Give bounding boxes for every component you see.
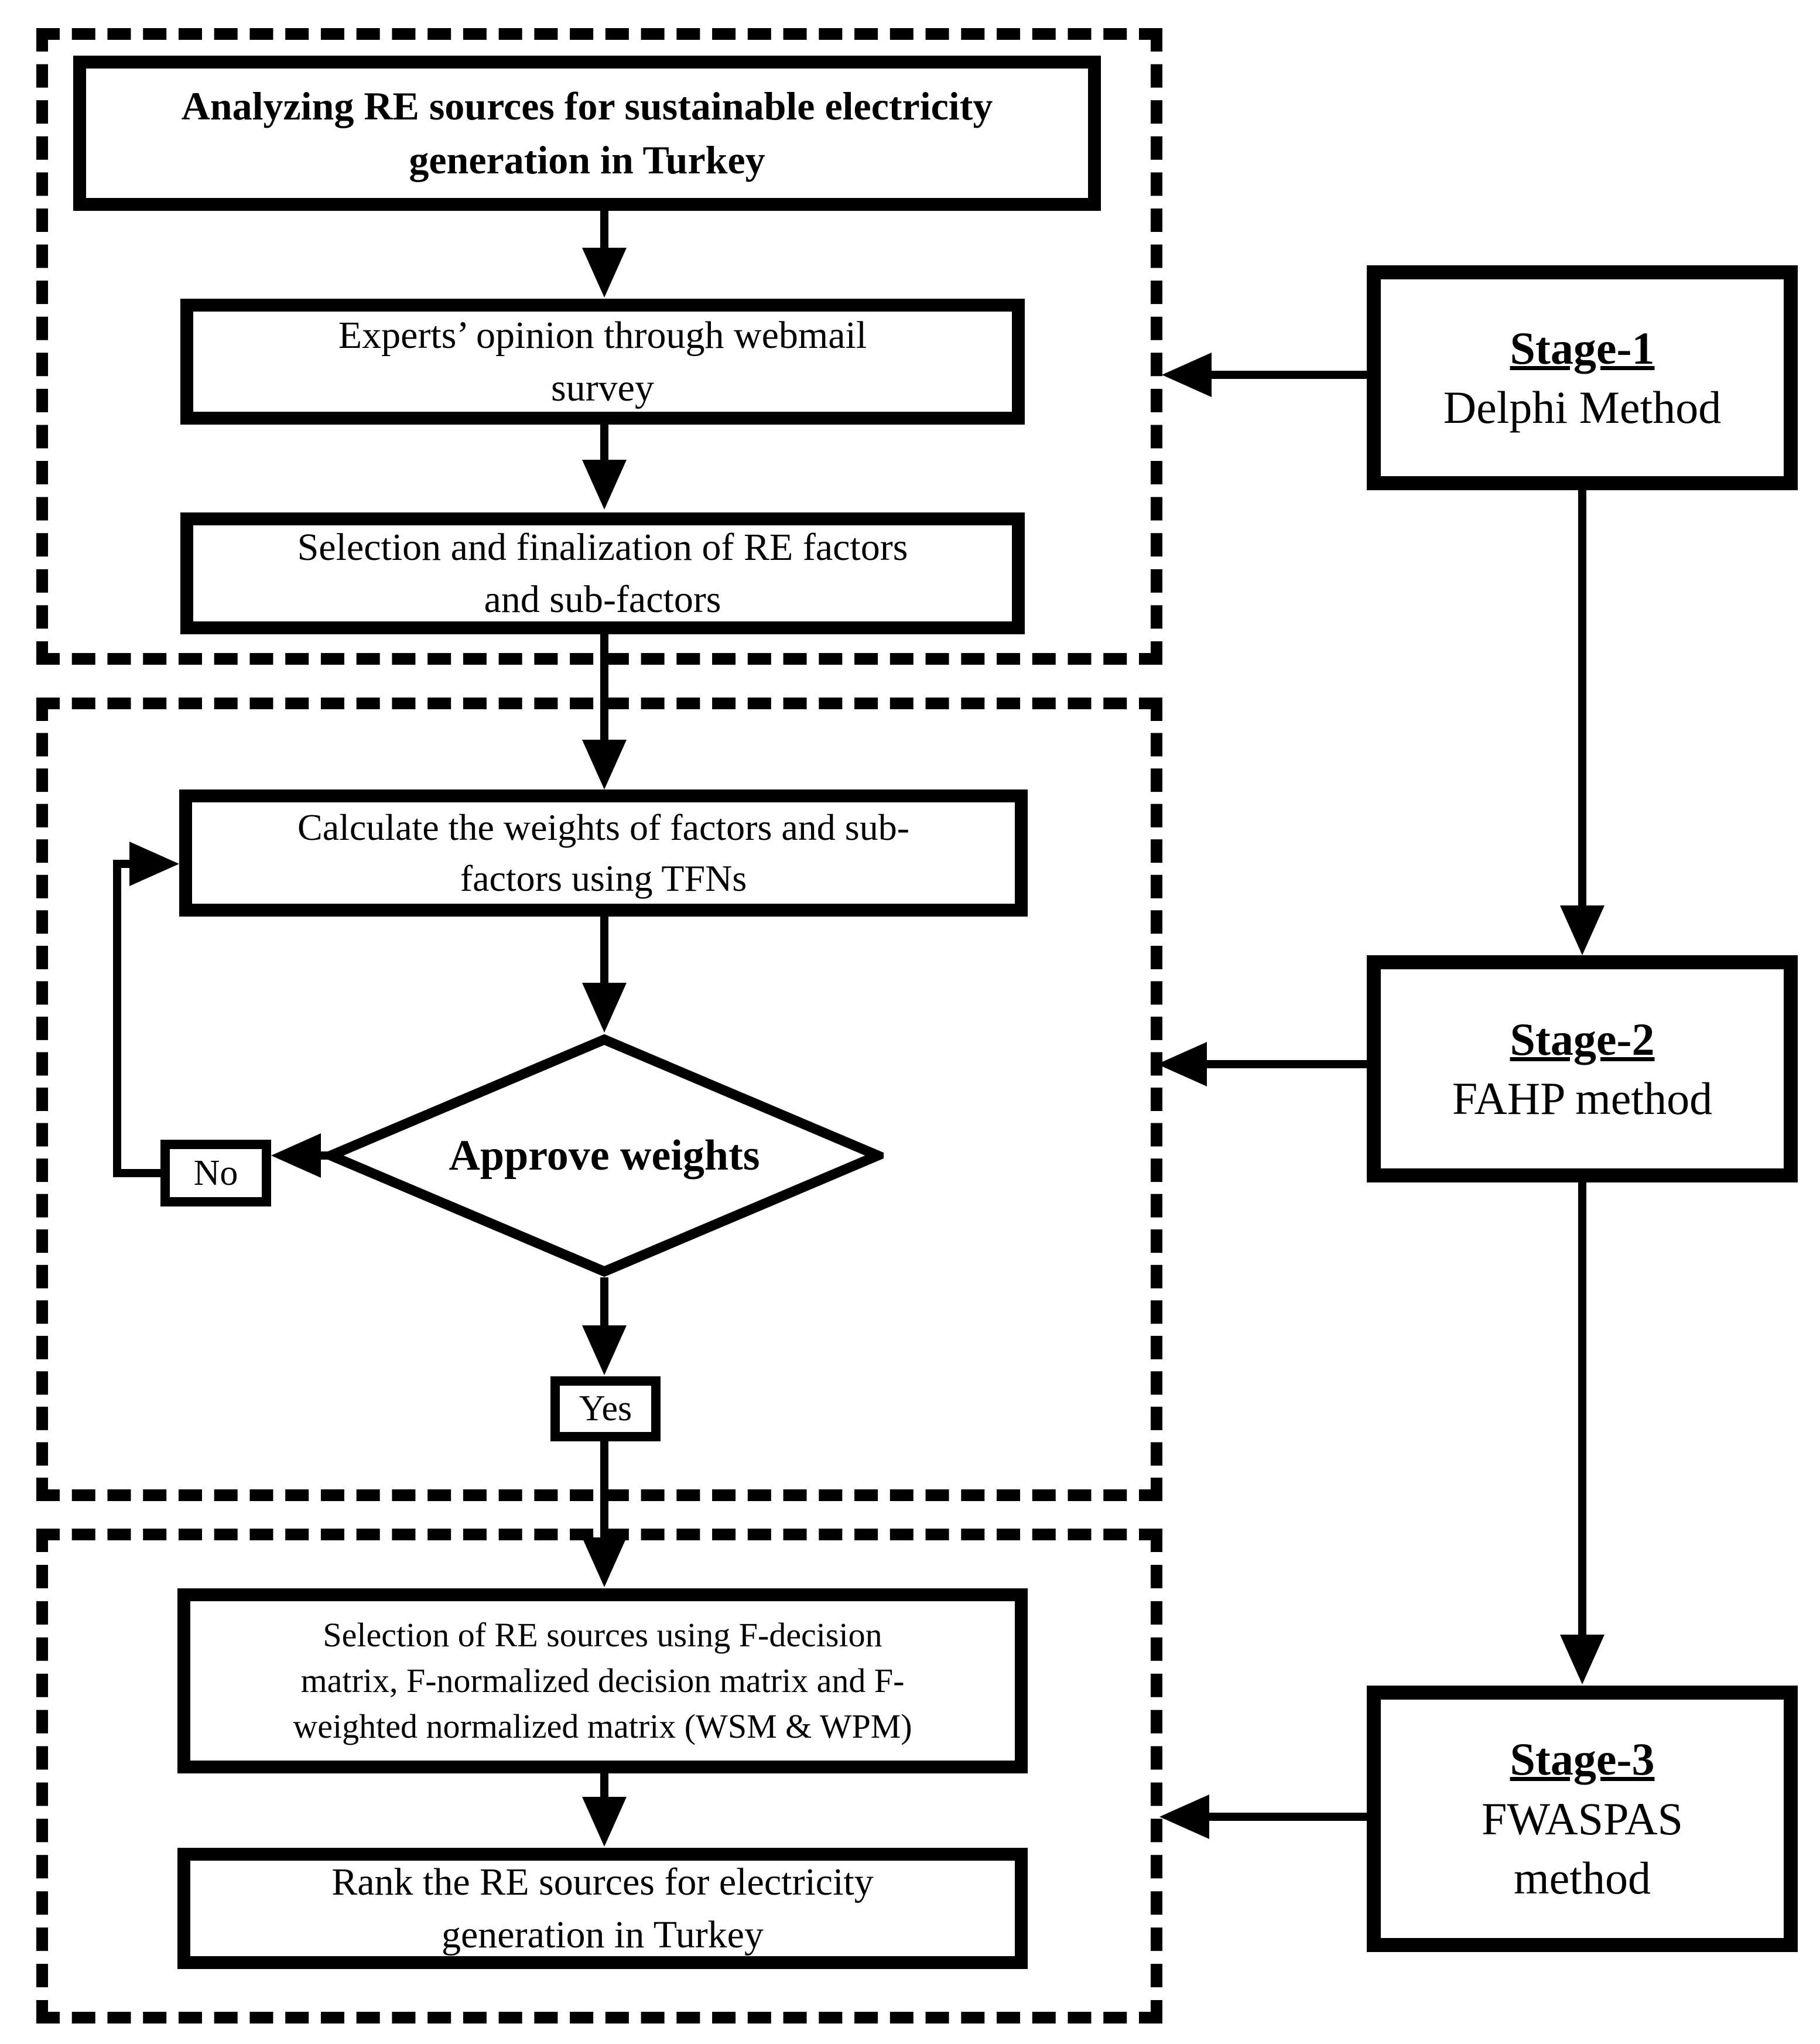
stage1-box: Stage-1 Delphi Method (1367, 265, 1798, 490)
arrow-diamond-to-yes-shaft (600, 1277, 608, 1328)
arrow-diamond-to-no-shaft (316, 1151, 340, 1160)
approve-weights-label: Approve weights (449, 1131, 760, 1180)
no-box: No (160, 1140, 271, 1206)
loop-no-vertical-segment (113, 860, 121, 1177)
stage1-title: Stage-1 (1510, 322, 1655, 374)
loop-no-to-weights-head (129, 842, 179, 886)
stage2-method: FAHP method (1452, 1073, 1713, 1124)
arrow-stage1-to-stage2-shaft (1578, 490, 1586, 908)
arrow-selection-to-rank-shaft (600, 1773, 608, 1800)
yes-box: Yes (550, 1376, 661, 1441)
arrow-diamond-to-no-head (271, 1133, 321, 1178)
factors-box-label: Selection and finalization of RE factors… (297, 525, 908, 621)
arrow-yes-to-selection-head (582, 1537, 627, 1587)
weights-box-label: Calculate the weights of factors and sub… (297, 806, 909, 899)
weights-box: Calculate the weights of factors and sub… (179, 789, 1028, 917)
no-label: No (193, 1153, 238, 1193)
arrow-factors-to-weights-head (582, 740, 627, 789)
approve-weights-diamond: Approve weights (325, 1034, 884, 1277)
arrow-stage3-to-region-shaft (1204, 1813, 1370, 1821)
arrow-stage1-to-region-head (1162, 353, 1212, 397)
stage1-method: Delphi Method (1443, 382, 1722, 433)
arrow-weights-to-diamond-head (582, 983, 627, 1033)
factors-box: Selection and finalization of RE factors… (180, 512, 1025, 634)
survey-box-label: Experts’ opinion through webmail survey (338, 314, 867, 409)
stage2-title: Stage-2 (1510, 1013, 1655, 1065)
yes-label: Yes (579, 1389, 632, 1428)
loop-no-top-segment (113, 860, 135, 868)
arrow-goal-to-survey-shaft (600, 211, 608, 252)
goal-box-label: Analyzing RE sources for sustainable ele… (181, 83, 993, 182)
stage2-dashed-region (36, 698, 1162, 1501)
arrow-selection-to-rank-head (582, 1797, 627, 1847)
arrow-stage1-to-stage2-head (1560, 905, 1605, 955)
selection-box: Selection of RE sources using F-decision… (177, 1588, 1028, 1773)
stage3-box: Stage-3 FWASPAS method (1367, 1686, 1798, 1952)
arrow-yes-to-selection-shaft (600, 1441, 608, 1540)
arrow-weights-to-diamond-shaft (600, 917, 608, 986)
rank-box-label: Rank the RE sources for electricity gene… (331, 1861, 874, 1956)
goal-box: Analyzing RE sources for sustainable ele… (73, 56, 1101, 211)
stage2-box: Stage-2 FAHP method (1367, 955, 1798, 1182)
arrow-survey-to-factors-shaft (600, 425, 608, 463)
arrow-goal-to-survey-head (582, 248, 627, 298)
arrow-stage1-to-region-shaft (1206, 371, 1370, 379)
stage3-title: Stage-3 (1510, 1734, 1655, 1785)
survey-box: Experts’ opinion through webmail survey (180, 299, 1025, 425)
arrow-diamond-to-yes-head (582, 1325, 627, 1375)
stage1-dashed-region (36, 28, 1162, 665)
arrow-stage2-to-stage3-shaft (1578, 1182, 1586, 1638)
selection-box-label: Selection of RE sources using F-decision… (293, 1615, 912, 1746)
arrow-stage2-to-region-shaft (1202, 1060, 1370, 1068)
arrow-stage2-to-stage3-head (1560, 1635, 1605, 1684)
stage3-method: FWASPAS method (1482, 1793, 1683, 1904)
arrow-stage3-to-region-head (1159, 1795, 1209, 1839)
diamond-shape (325, 1034, 884, 1277)
arrow-survey-to-factors-head (582, 460, 627, 510)
rank-box: Rank the RE sources for electricity gene… (177, 1848, 1028, 1969)
arrow-stage2-to-region-head (1157, 1042, 1207, 1086)
loop-no-bottom-segment (113, 1169, 163, 1177)
stage3-dashed-region (36, 1529, 1162, 2024)
arrow-factors-to-weights-shaft (600, 634, 608, 743)
